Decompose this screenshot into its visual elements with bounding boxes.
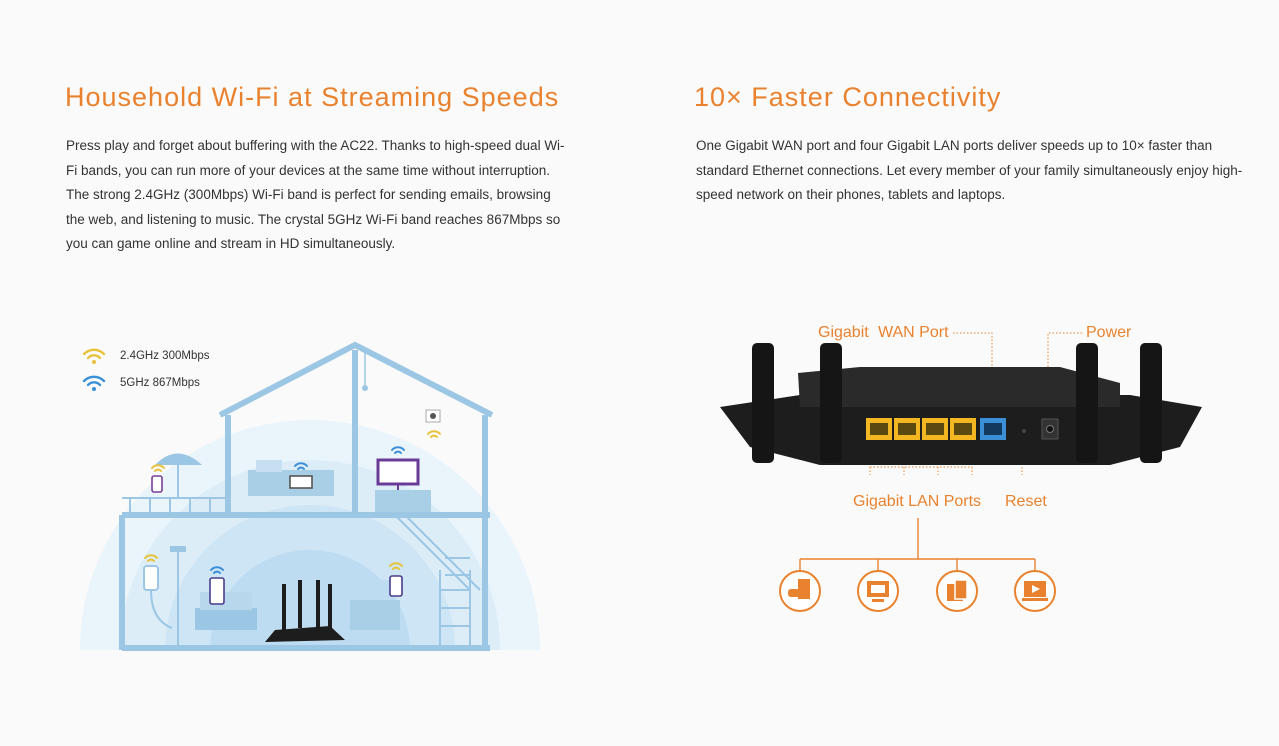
camera-lens	[430, 413, 436, 419]
browser-monitor-icon	[857, 570, 899, 612]
house-outline	[119, 341, 494, 651]
wifi-icon-tablet	[210, 566, 224, 574]
band-legend: 2.4GHz 300Mbps 5GHz 867Mbps	[82, 344, 210, 395]
laptop-bedroom	[289, 475, 313, 489]
wifi-5ghz-icon	[82, 375, 106, 391]
wan-prefix-label: Gigabit	[818, 324, 869, 341]
wifi-icon-balcony	[151, 464, 165, 472]
phone-balcony	[151, 475, 163, 493]
phone-kitchen	[389, 575, 403, 597]
wifi-24ghz-icon	[82, 348, 106, 364]
antenna-3	[1076, 343, 1098, 463]
antenna-2	[820, 343, 842, 463]
antenna-4	[1140, 343, 1162, 463]
wifi-section-description: Press play and forget about buffering wi…	[66, 138, 565, 251]
game-console-icon	[779, 570, 821, 612]
legend-label-5ghz: 5GHz 867Mbps	[120, 377, 200, 389]
tablet-icon	[936, 570, 978, 612]
router-small	[265, 580, 345, 642]
wifi-icon-bedroom	[294, 462, 308, 470]
house-coverage-illustration	[80, 341, 540, 651]
connectivity-section-description: One Gigabit WAN port and four Gigabit LA…	[696, 138, 1243, 202]
legend-item-24ghz: 2.4GHz 300Mbps	[82, 344, 210, 368]
router-ports-illustration: Gigabit WAN Port Power Gigabit LAN Ports…	[720, 324, 1202, 612]
router-large	[720, 343, 1202, 465]
tv-living	[376, 458, 420, 486]
reset-button	[1022, 429, 1026, 433]
reset-label: Reset	[1005, 493, 1047, 510]
lan-ports-label: Gigabit LAN Ports	[853, 493, 981, 510]
power-label: Power	[1086, 324, 1132, 341]
wifi-section-title: Household Wi-Fi at Streaming Speeds	[65, 82, 560, 112]
wifi-icon-kitchen	[389, 562, 403, 570]
connectivity-section-title: 10× Faster Connectivity	[694, 82, 1002, 112]
tablet-sofa	[209, 577, 225, 605]
wifi-icon-camera	[427, 430, 441, 438]
video-laptop-icon	[1014, 570, 1056, 612]
wifi-icon-plug	[144, 554, 158, 562]
legend-item-5ghz: 5GHz 867Mbps	[82, 371, 210, 395]
wifi-icon-tv	[391, 446, 405, 454]
antenna-1	[752, 343, 774, 463]
wan-port-label: WAN Port	[878, 324, 949, 341]
legend-label-24ghz: 2.4GHz 300Mbps	[120, 350, 210, 362]
